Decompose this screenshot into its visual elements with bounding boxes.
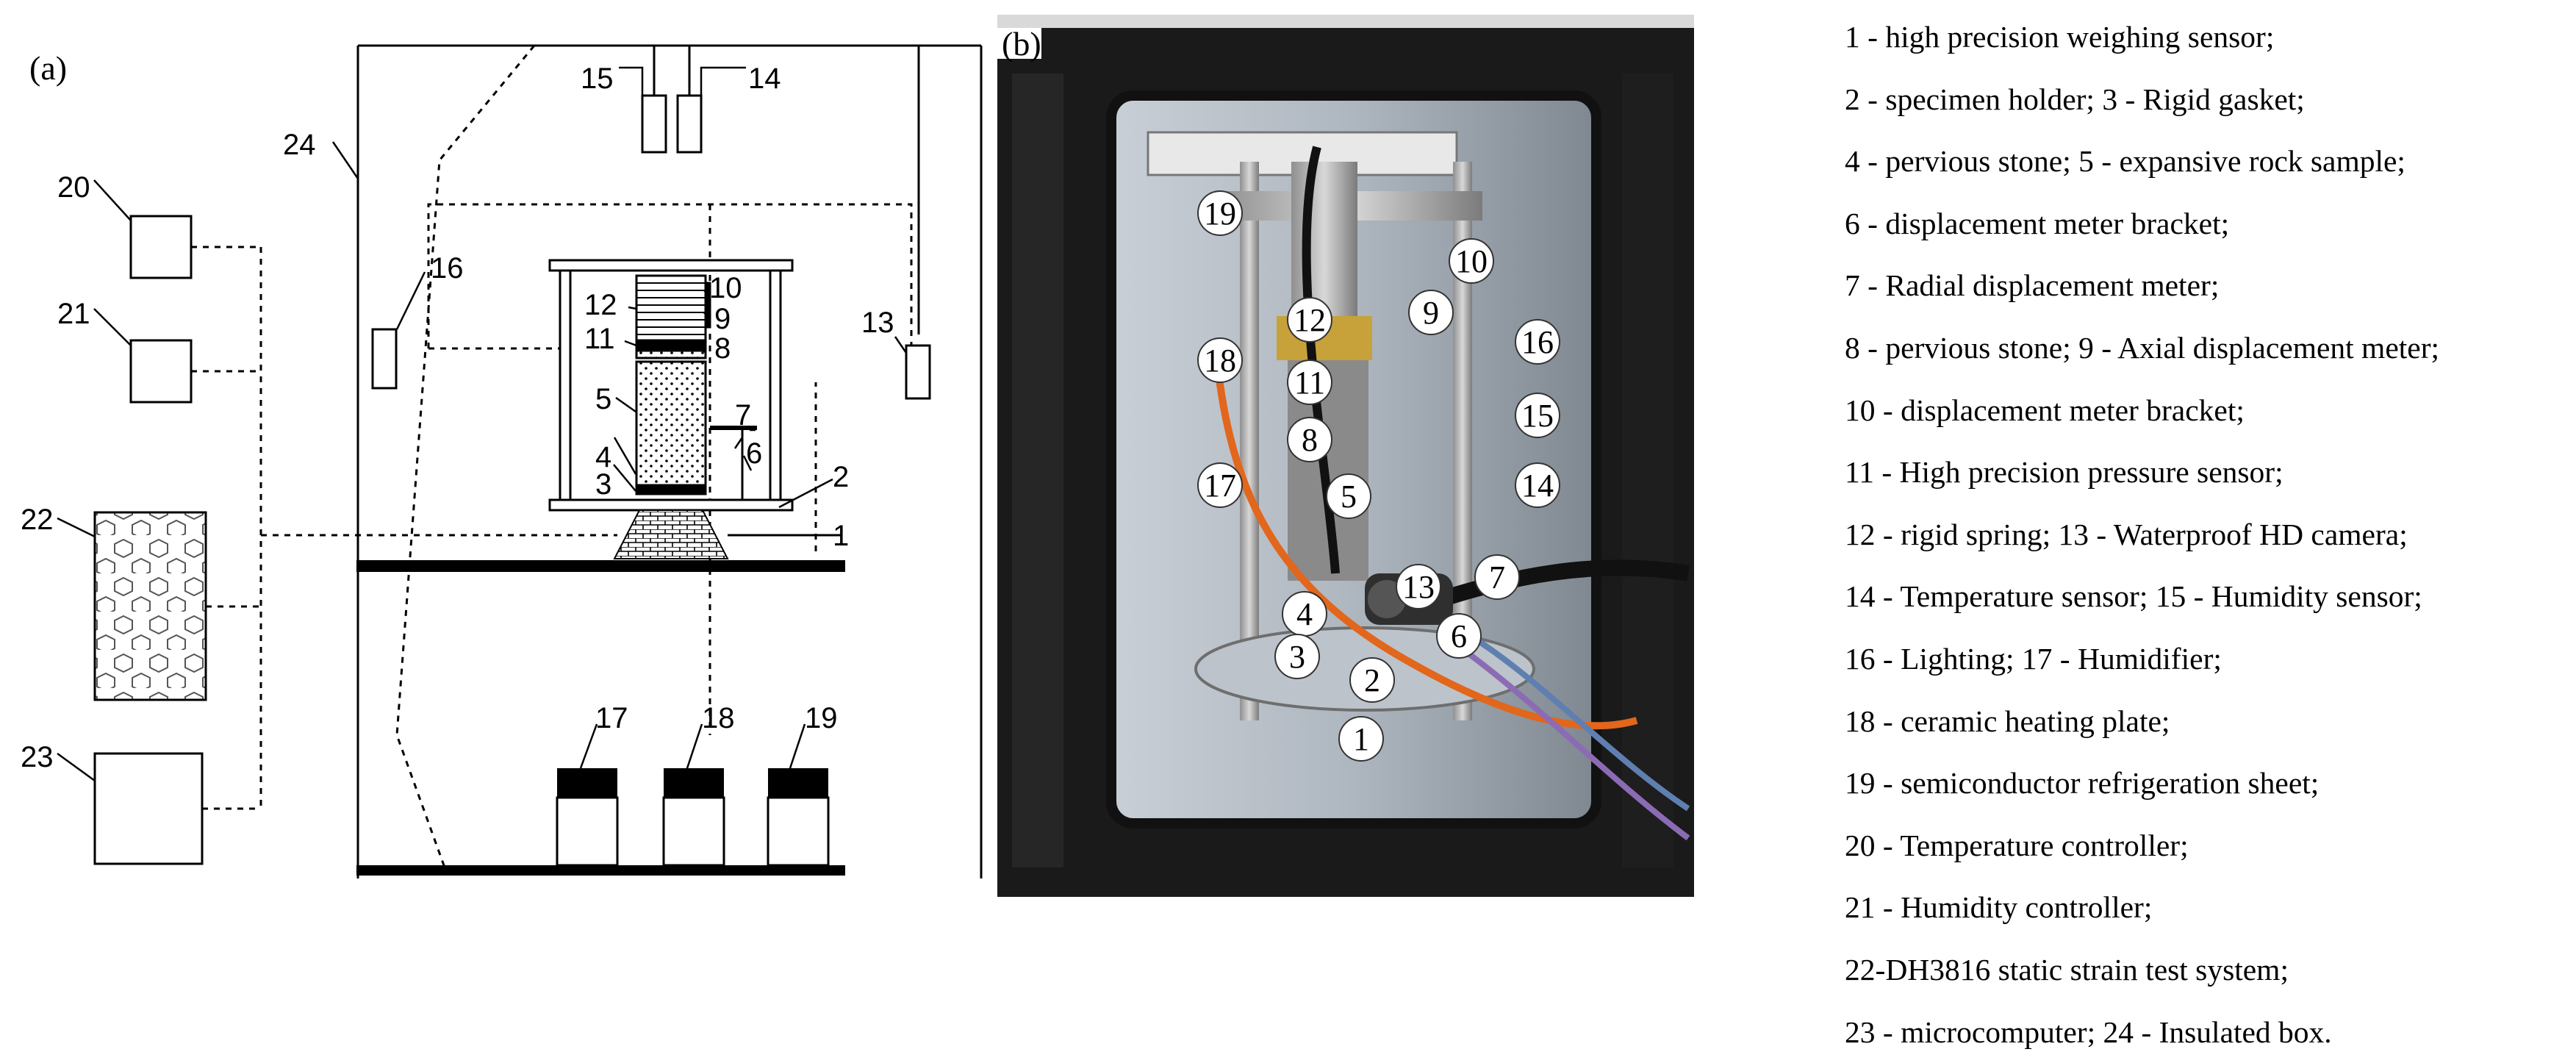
legend-item: 10 - displacement meter bracket; xyxy=(1845,379,2572,442)
label-13: 13 xyxy=(861,307,894,339)
label-23: 23 xyxy=(21,741,54,773)
photo-marker-label: 1 xyxy=(1353,721,1369,757)
label-11: 11 xyxy=(584,323,615,355)
label-14: 14 xyxy=(748,62,781,95)
panel-a-tag: (a) xyxy=(29,49,67,87)
photo-marker-label: 9 xyxy=(1423,295,1439,331)
photo-marker-label: 18 xyxy=(1204,343,1236,379)
ceramic-heating-plate xyxy=(664,768,724,865)
legend-item: 11 - High precision pressure sensor; xyxy=(1845,441,2572,504)
label-18: 18 xyxy=(702,702,735,734)
photo-marker-label: 16 xyxy=(1521,324,1554,360)
photo-marker-label: 10 xyxy=(1455,243,1488,279)
photo-marker-label: 12 xyxy=(1294,302,1326,338)
label-17: 17 xyxy=(595,702,628,734)
label-24: 24 xyxy=(283,129,316,161)
legend-item: 1 - high precision weighing sensor; xyxy=(1845,6,2572,68)
label-20: 20 xyxy=(57,171,90,204)
photo-marker-label: 11 xyxy=(1294,365,1325,401)
photo-marker-label: 17 xyxy=(1204,468,1236,504)
photo-marker-label: 7 xyxy=(1489,559,1505,595)
label-9: 9 xyxy=(714,303,731,335)
legend-item: 8 - pervious stone; 9 - Axial displaceme… xyxy=(1845,317,2572,379)
legend-item: 21 - Humidity controller; xyxy=(1845,876,2572,939)
legend-item: 14 - Temperature sensor; 15 - Humidity s… xyxy=(1845,565,2572,628)
photo-marker-label: 13 xyxy=(1402,569,1435,605)
label-16: 16 xyxy=(431,252,464,284)
box-floor xyxy=(356,865,845,876)
schematic-diagram: (a) xyxy=(0,0,989,920)
photo-marker-label: 5 xyxy=(1341,479,1357,515)
humidity-controller-box xyxy=(131,340,191,402)
legend-item: 22-DH3816 static strain test system; xyxy=(1845,939,2572,1001)
label-2: 2 xyxy=(833,461,849,493)
legend-item: 20 - Temperature controller; xyxy=(1845,815,2572,877)
shelf xyxy=(356,560,845,572)
label-4: 4 xyxy=(595,441,611,473)
dashed-door-line xyxy=(397,46,534,867)
label-1: 1 xyxy=(833,520,849,552)
legend-item: 19 - semiconductor refrigeration sheet; xyxy=(1845,752,2572,815)
legend-item: 6 - displacement meter bracket; xyxy=(1845,193,2572,255)
weighing-base xyxy=(614,510,728,559)
strain-test-system-box xyxy=(95,512,206,700)
temperature-controller-box xyxy=(131,216,191,278)
label-21: 21 xyxy=(57,298,90,330)
label-15: 15 xyxy=(581,62,614,95)
photo-marker-label: 15 xyxy=(1521,398,1554,434)
photo-marker-label: 6 xyxy=(1451,618,1467,654)
legend-item: 12 - rigid spring; 13 - Waterproof HD ca… xyxy=(1845,504,2572,566)
photo-marker-label: 8 xyxy=(1302,422,1318,458)
label-5: 5 xyxy=(595,383,611,415)
label-10: 10 xyxy=(709,272,742,304)
legend-list: 1 - high precision weighing sensor; 2 - … xyxy=(1845,6,2572,1063)
photo-marker-label: 3 xyxy=(1289,639,1305,675)
label-7: 7 xyxy=(735,399,751,432)
humidifier xyxy=(557,768,617,865)
label-12: 12 xyxy=(584,289,617,321)
label-19: 19 xyxy=(805,702,838,734)
label-8: 8 xyxy=(714,332,731,365)
label-22: 22 xyxy=(21,504,54,536)
photo-marker-label: 2 xyxy=(1364,662,1380,698)
refrigeration-sheet xyxy=(768,768,828,865)
photo-marker-label: 19 xyxy=(1204,196,1236,232)
label-6: 6 xyxy=(746,437,762,470)
photo-panel: (b) 19 10 9 12 16 18 11 15 8 17 5 14 13 7 4 6 3 2 1 xyxy=(997,15,1694,897)
temperature-sensor-box xyxy=(678,96,701,152)
photo-marker-label: 14 xyxy=(1521,468,1554,504)
legend-item: 16 - Lighting; 17 - Humidifier; xyxy=(1845,628,2572,690)
legend-item: 7 - Radial displacement meter; xyxy=(1845,254,2572,317)
lighting-box xyxy=(373,329,396,388)
legend-item: 2 - specimen holder; 3 - Rigid gasket; xyxy=(1845,68,2572,131)
legend-item: 18 - ceramic heating plate; xyxy=(1845,690,2572,753)
panel-b-tag: (b) xyxy=(1002,25,1041,62)
microcomputer-box xyxy=(95,754,202,864)
humidity-sensor-box xyxy=(642,96,666,152)
photo-marker-label: 4 xyxy=(1296,596,1313,632)
legend-item: 4 - pervious stone; 5 - expansive rock s… xyxy=(1845,130,2572,193)
legend-item: 23 - microcomputer; 24 - Insulated box. xyxy=(1845,1001,2572,1063)
camera-box xyxy=(906,346,930,398)
